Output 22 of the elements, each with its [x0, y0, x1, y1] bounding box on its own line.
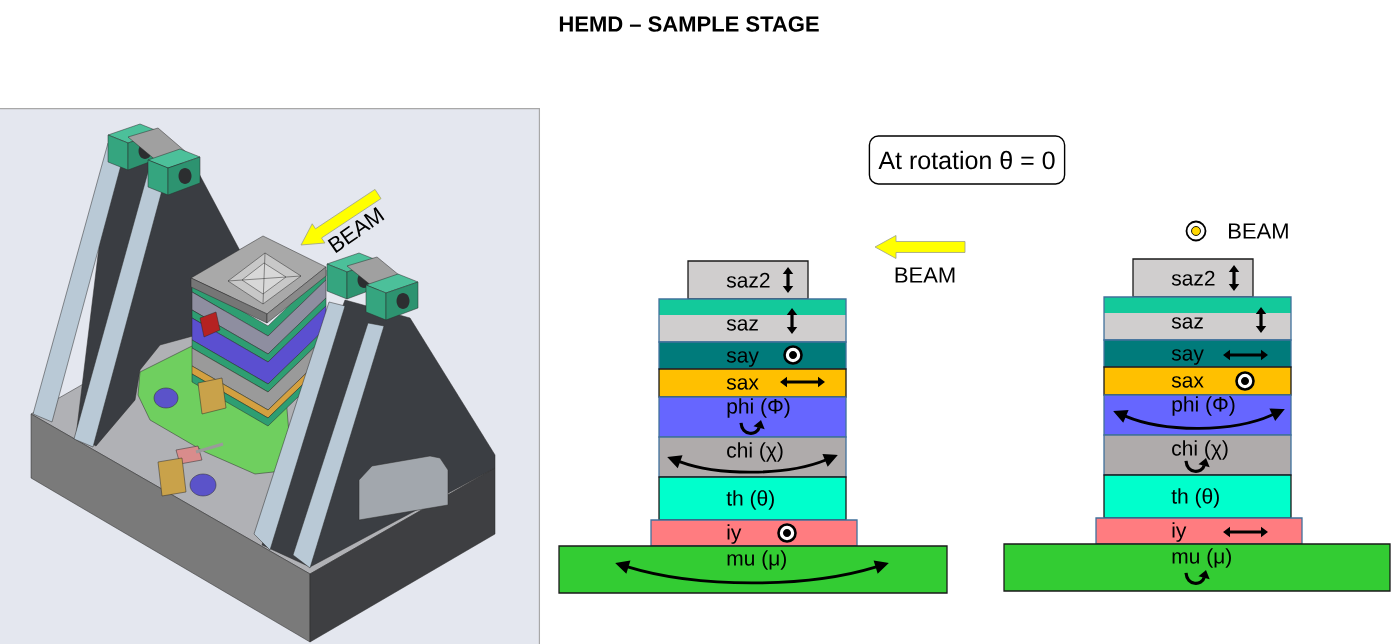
- layer-box: iy: [650, 519, 858, 547]
- layer-box: phi (Φ): [1103, 394, 1292, 436]
- layer-box: say: [1103, 339, 1292, 368]
- layer-box: phi (Φ): [658, 396, 847, 438]
- layer-box: sax: [658, 368, 847, 398]
- beam-label: BEAM: [1229, 223, 1288, 239]
- title: HEMD – SAMPLE STAGE: [559, 16, 819, 32]
- layer-box: mu (μ): [1003, 543, 1391, 592]
- layer-box: th (θ): [658, 476, 847, 521]
- layer-box: sax: [1103, 366, 1292, 396]
- layer-box: th (θ): [1103, 474, 1292, 519]
- layer-box: mu (μ): [558, 545, 948, 594]
- layer-box: saz2: [687, 260, 809, 300]
- layer-box: saz: [658, 298, 847, 343]
- layer-box: say: [658, 341, 847, 370]
- layer-box: saz2: [1132, 258, 1254, 298]
- beam-label: BEAM: [895, 267, 955, 283]
- layer-box: chi (χ): [658, 436, 847, 478]
- note-box: At rotation θ = 0: [868, 135, 1066, 185]
- layer-box: iy: [1095, 517, 1303, 545]
- layer-box: chi (χ): [1103, 434, 1292, 476]
- layer-box: saz: [1103, 296, 1292, 341]
